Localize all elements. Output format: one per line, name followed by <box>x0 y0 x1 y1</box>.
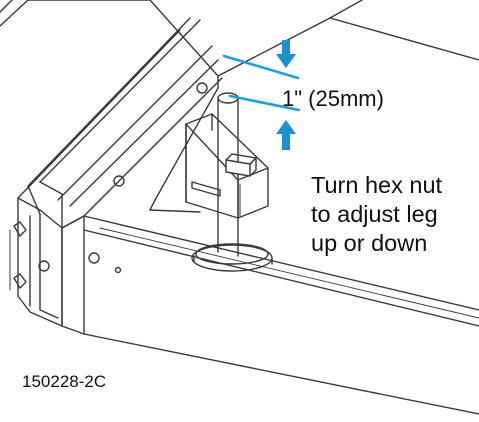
part-number: 150228-2C <box>22 372 107 391</box>
dimension-label: 1" (25mm) <box>282 86 384 111</box>
instruction-line-3: up or down <box>311 230 428 256</box>
arrow-down-icon <box>276 40 296 68</box>
instruction-line-2: to adjust leg <box>311 201 438 227</box>
left-side-rail <box>0 0 223 217</box>
lower-dimension-line <box>228 94 301 112</box>
instruction-line-1: Turn hex nut <box>311 172 443 198</box>
front-cross-rail <box>61 215 479 415</box>
dimension-indicator <box>222 54 301 112</box>
arrow-up-icon <box>276 120 296 150</box>
leveling-leg-assembly <box>185 92 273 272</box>
instruction-text: Turn hex nut to adjust leg up or down <box>311 171 442 258</box>
upper-dimension-line <box>222 54 300 80</box>
